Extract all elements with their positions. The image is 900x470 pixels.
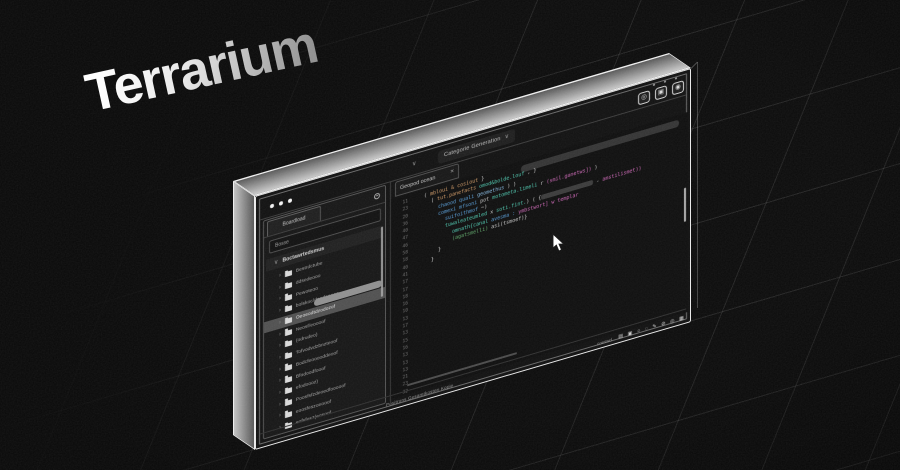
tab-close-icon[interactable]: ×	[450, 167, 454, 176]
folder-icon	[284, 340, 292, 348]
editor-vertical-scrollbar[interactable]	[683, 187, 686, 223]
folder-icon	[284, 352, 292, 360]
chevron-right-icon: ›	[279, 366, 281, 373]
chevron-right-icon: ›	[279, 272, 281, 280]
vent-dot	[653, 83, 655, 87]
folder-icon	[284, 387, 292, 395]
vent-dot	[664, 80, 666, 83]
code-token: }	[431, 256, 435, 263]
folder-icon	[284, 317, 292, 325]
pen-icon[interactable]: ✎	[652, 323, 657, 331]
chevron-right-icon: ›	[279, 412, 281, 420]
chevron-right-icon: ›	[279, 342, 281, 350]
chevron-right-icon: ›	[279, 377, 281, 385]
terrarium-logo: Terrarium	[80, 14, 323, 124]
chevron-right-icon: ›	[279, 284, 281, 291]
box-back-edge	[697, 62, 698, 308]
dial-icon[interactable]: ◎	[638, 90, 650, 106]
chevron-right-icon: ›	[279, 307, 281, 315]
box-icon[interactable]: ▣	[627, 330, 633, 338]
box-left-face	[233, 181, 255, 450]
folder-icon	[284, 305, 292, 313]
chevron-right-icon: ›	[279, 330, 281, 338]
folder-icon	[284, 270, 292, 278]
traffic-dot-3[interactable]	[288, 198, 292, 204]
folder-icon	[284, 293, 292, 301]
gear-icon[interactable]	[374, 191, 380, 200]
chevron-right-icon: ›	[279, 401, 281, 408]
chevron-right-icon: ›	[279, 295, 281, 303]
chevron-right-icon: ›	[279, 319, 281, 326]
chevron-down-icon: ∨	[504, 133, 509, 141]
code-token: )	[591, 164, 598, 173]
folder-icon	[284, 364, 292, 372]
folder-icon	[284, 410, 292, 418]
folder-icon	[284, 328, 292, 337]
vent-dot	[675, 77, 677, 80]
sidebar-scrollbar[interactable]	[380, 226, 383, 298]
panel-icon[interactable]: ▣	[655, 85, 667, 101]
chevron-down-icon: ∨	[274, 259, 279, 267]
target-icon[interactable]: ◉	[672, 80, 684, 96]
chevron-right-icon: ›	[279, 389, 281, 396]
grid-icon[interactable]: ▦	[679, 315, 684, 323]
folder-icon	[284, 399, 292, 407]
circle-icon[interactable]: ○	[637, 327, 641, 335]
file-tree[interactable]: ›Bestrdctube›ddsedeooo›Pewoteoo›bolskoc/…	[264, 240, 385, 439]
chevron-right-icon: ›	[279, 354, 281, 361]
editor-group-chevron-icon[interactable]: ∨	[412, 160, 417, 168]
dotted-circle-icon[interactable]: ◌	[644, 325, 648, 333]
code-token: }	[438, 246, 442, 254]
traffic-dot-2[interactable]	[279, 200, 283, 206]
target-icon[interactable]: ◎	[670, 317, 675, 326]
traffic-dot-1[interactable]	[270, 203, 274, 209]
split-icon[interactable]: ▤	[618, 332, 624, 341]
slash-circle-icon[interactable]: ⊘	[661, 320, 666, 328]
folder-icon	[284, 282, 292, 290]
folder-icon	[284, 375, 292, 383]
